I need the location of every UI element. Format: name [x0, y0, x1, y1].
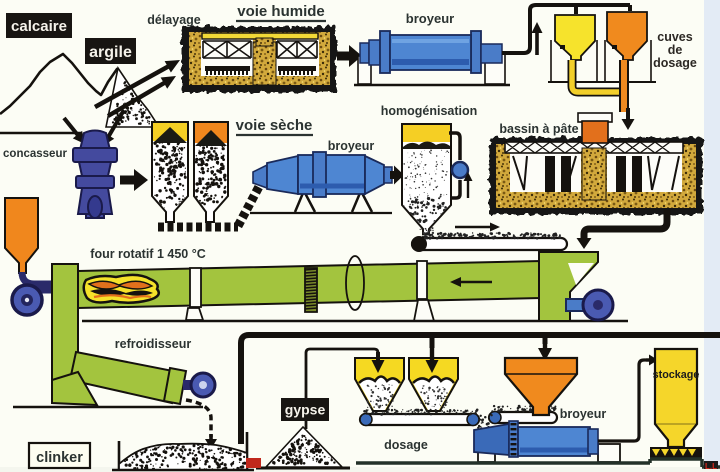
svg-text:broyeur: broyeur	[406, 11, 454, 26]
svg-text:clinker: clinker	[36, 450, 83, 466]
svg-text:bassin à pâte: bassin à pâte	[499, 122, 578, 136]
svg-text:stockage: stockage	[653, 369, 700, 381]
svg-text:cuves: cuves	[657, 30, 692, 44]
svg-text:refroidisseur: refroidisseur	[115, 337, 192, 351]
svg-text:voie sèche: voie sèche	[236, 117, 313, 134]
svg-text:argile: argile	[89, 44, 132, 61]
svg-text:broyeur: broyeur	[328, 139, 375, 153]
svg-text:gypse: gypse	[285, 402, 326, 418]
svg-text:broyeur: broyeur	[560, 407, 607, 421]
svg-text:homogénisation: homogénisation	[381, 104, 478, 118]
svg-text:four rotatif 1 450 °C: four rotatif 1 450 °C	[90, 247, 205, 261]
svg-text:dosage: dosage	[653, 56, 697, 70]
svg-text:calcaire: calcaire	[11, 18, 67, 35]
svg-text:L.L: L.L	[705, 462, 717, 471]
svg-text:dosage: dosage	[384, 438, 428, 452]
svg-text:voie humide: voie humide	[237, 3, 325, 20]
svg-text:délayage: délayage	[147, 13, 201, 27]
svg-text:concasseur: concasseur	[3, 148, 67, 160]
svg-text:de: de	[668, 43, 683, 57]
